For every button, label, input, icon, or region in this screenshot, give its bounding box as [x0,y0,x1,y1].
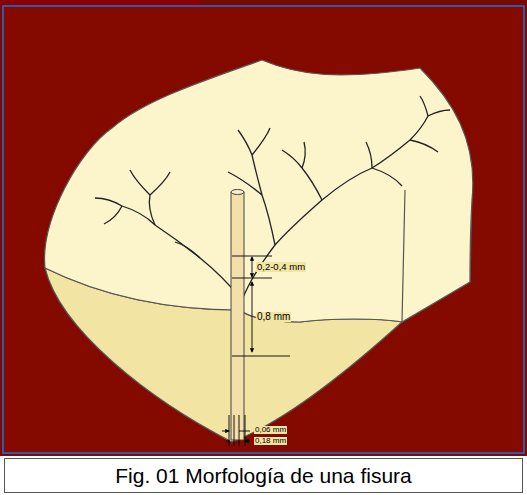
caption-text: Fig. 01 Morfología de una fisura [115,464,412,488]
figure-caption: Fig. 01 Morfología de una fisura [4,458,523,493]
dimension-label: 0,8 mm [256,312,291,322]
dimension-label: 0,2-0,4 mm [256,262,306,272]
dimension-label: 0,18 mm [254,437,287,445]
dimension-label: 0,06 mm [254,426,287,434]
